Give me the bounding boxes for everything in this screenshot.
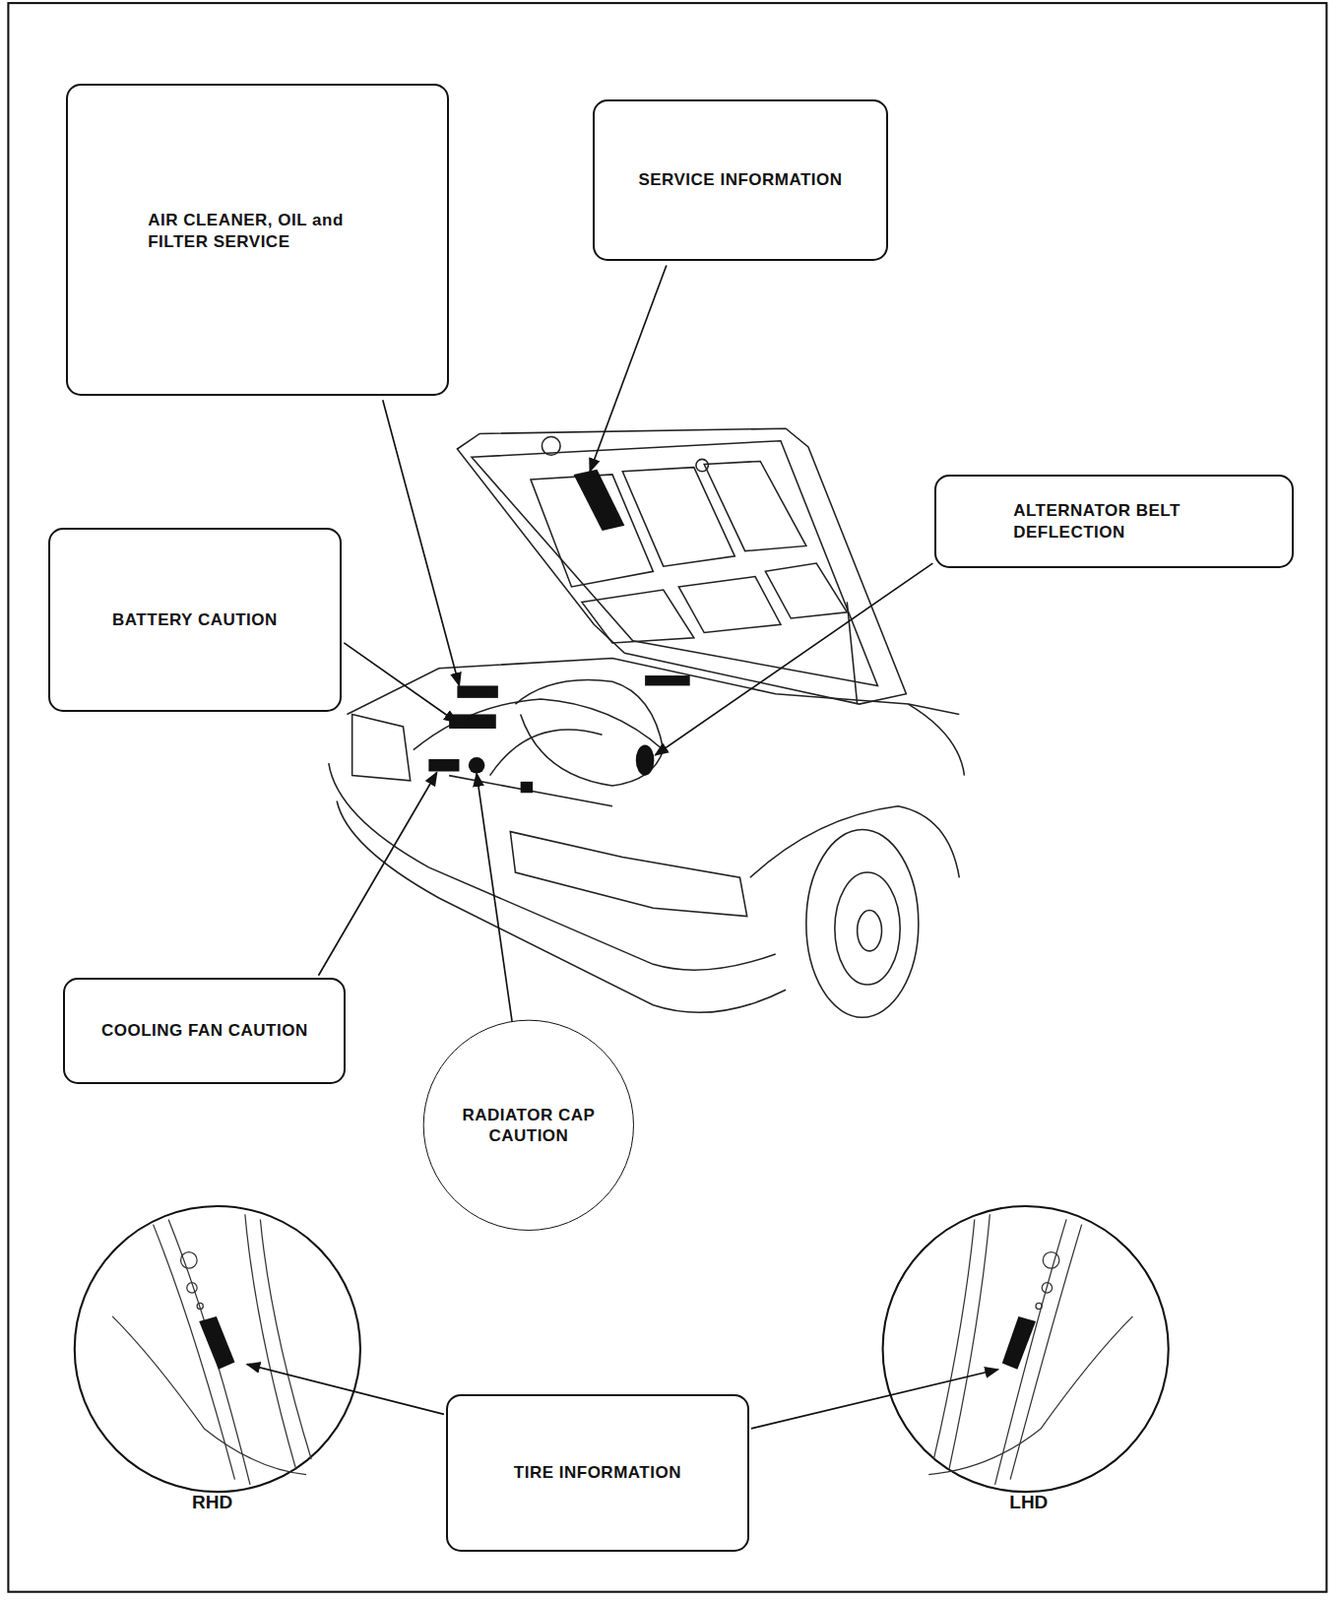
label-locations	[428, 469, 690, 794]
callout-text: BATTERY CAUTION	[112, 609, 278, 631]
callout-box: SERVICE INFORMATION	[592, 99, 889, 262]
drive-side-label: LHD	[1009, 1491, 1048, 1514]
callout-text: COOLING FAN CAUTION	[101, 1020, 309, 1041]
callout-text: SERVICE INFORMATION	[638, 169, 842, 191]
callout-box: BATTERY CAUTION	[48, 527, 343, 713]
callout-text: TIRE INFORMATION	[513, 1462, 682, 1483]
callout-box: ALTERNATOR BELT DEFLECTION	[934, 474, 1294, 569]
callout-text: RADIATOR CAP CAUTION	[451, 1104, 605, 1148]
callout-text: ALTERNATOR BELT DEFLECTION	[1013, 500, 1238, 543]
callout-box: TIRE INFORMATION	[446, 1394, 750, 1552]
circle-outline	[421, 1018, 637, 1233]
callout-text: AIR CLEANER, OIL and FILTER SERVICE	[147, 209, 393, 253]
page-frame	[7, 2, 1327, 1593]
callout-circle: RADIATOR CAP CAUTION	[421, 1018, 637, 1233]
leader-lines	[247, 264, 999, 1428]
car-drawing	[328, 428, 965, 1018]
callout-box: AIR CLEANER, OIL and FILTER SERVICE	[65, 83, 449, 396]
drive-side-label: RHD	[191, 1491, 233, 1514]
callout-box: COOLING FAN CAUTION	[63, 977, 346, 1085]
